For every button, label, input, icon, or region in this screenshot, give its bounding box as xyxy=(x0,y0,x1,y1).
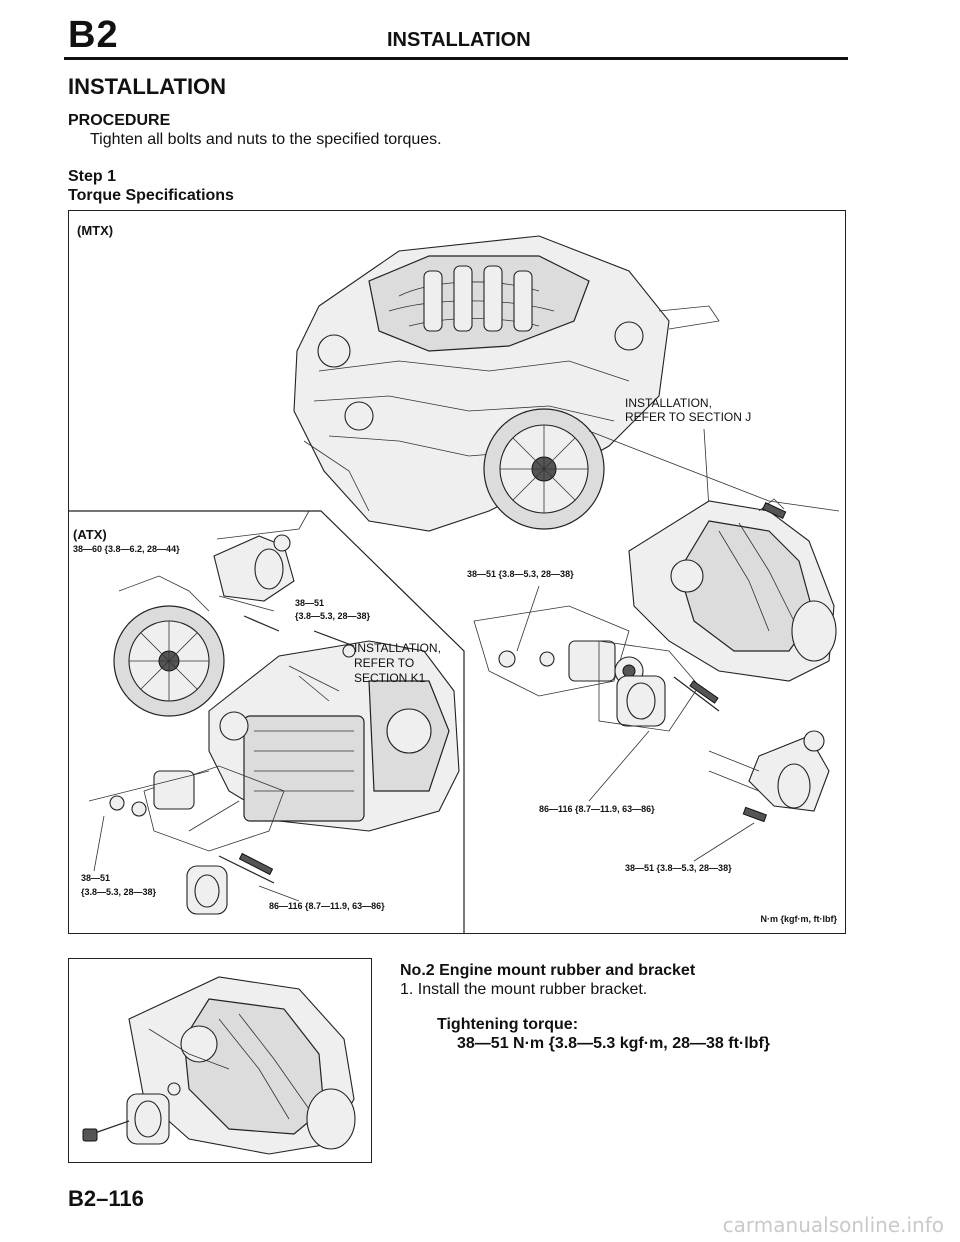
mtx-tag: (MTX) xyxy=(77,223,114,238)
mtx-torque-bolt: 86—116 {8.7—11.9, 63—86} xyxy=(539,804,655,814)
atx-flywheel-illustration xyxy=(113,575,225,717)
mtx-starter-illustration xyxy=(693,730,830,862)
header-title: INSTALLATION xyxy=(387,29,531,51)
mount-figure xyxy=(68,958,372,1163)
watermark: carmanualsonline.info xyxy=(722,1213,944,1237)
atx-torque-top: 38—60 {3.8—6.2, 28—44} xyxy=(73,544,180,554)
mount-instruction: 1. Install the mount rubber bracket. xyxy=(400,981,648,998)
atx-mount-illustration xyxy=(88,765,300,915)
mount-illustration xyxy=(82,976,356,1155)
tightening-torque-label: Tightening torque: xyxy=(437,1016,579,1033)
mtx-mount-illustration xyxy=(473,585,720,732)
mtx-torque-starter: 38—51 {3.8—5.3, 28—38} xyxy=(625,863,732,873)
atx-transaxle-illustration xyxy=(208,630,460,832)
mtx-note-2: REFER TO SECTION J xyxy=(625,410,752,424)
header-rule xyxy=(64,57,848,60)
atx-note-3: SECTION K1 xyxy=(354,671,426,685)
mtx-torque-mount: 38—51 {3.8—5.3, 28—38} xyxy=(467,569,574,579)
atx-torque-left-2: {3.8—5.3, 28—38} xyxy=(81,887,157,897)
mtx-transaxle-illustration xyxy=(628,498,837,682)
atx-torque-starter-1: 38—51 xyxy=(295,598,325,608)
atx-tag: (ATX) xyxy=(73,527,107,542)
tightening-torque-value: 38—51 N·m {3.8—5.3 kgf·m, 28—38 ft·lbf} xyxy=(457,1035,770,1052)
procedure-text: Tighten all bolts and nuts to the specif… xyxy=(90,131,442,148)
atx-torque-bottom: 86—116 {8.7—11.9, 63—86} xyxy=(269,901,385,911)
page-heading: INSTALLATION xyxy=(68,74,227,99)
procedure-label: PROCEDURE xyxy=(68,112,171,129)
torque-units: N·m {kgf·m, ft·lbf} xyxy=(760,914,838,924)
page-number: B2–116 xyxy=(68,1186,144,1211)
step-label: Step 1 xyxy=(68,168,117,185)
atx-starter-illustration xyxy=(213,534,295,632)
mount-title: No.2 Engine mount rubber and bracket xyxy=(400,962,696,979)
section-code: B2 xyxy=(68,14,119,56)
atx-note-1: INSTALLATION, xyxy=(354,641,441,655)
mtx-note-1: INSTALLATION, xyxy=(625,396,712,410)
torque-illustration xyxy=(69,235,840,933)
step-sublabel: Torque Specifications xyxy=(68,187,234,204)
engine-illustration xyxy=(293,235,720,532)
atx-torque-starter-2: {3.8—5.3, 28—38} xyxy=(295,611,371,621)
atx-torque-left-1: 38—51 xyxy=(81,873,111,883)
torque-figure: (MTX) (ATX) 38—60 {3.8—6.2, 28—44} 38—51… xyxy=(68,210,846,934)
atx-inset-border xyxy=(69,510,465,933)
atx-note-2: REFER TO xyxy=(354,656,415,670)
